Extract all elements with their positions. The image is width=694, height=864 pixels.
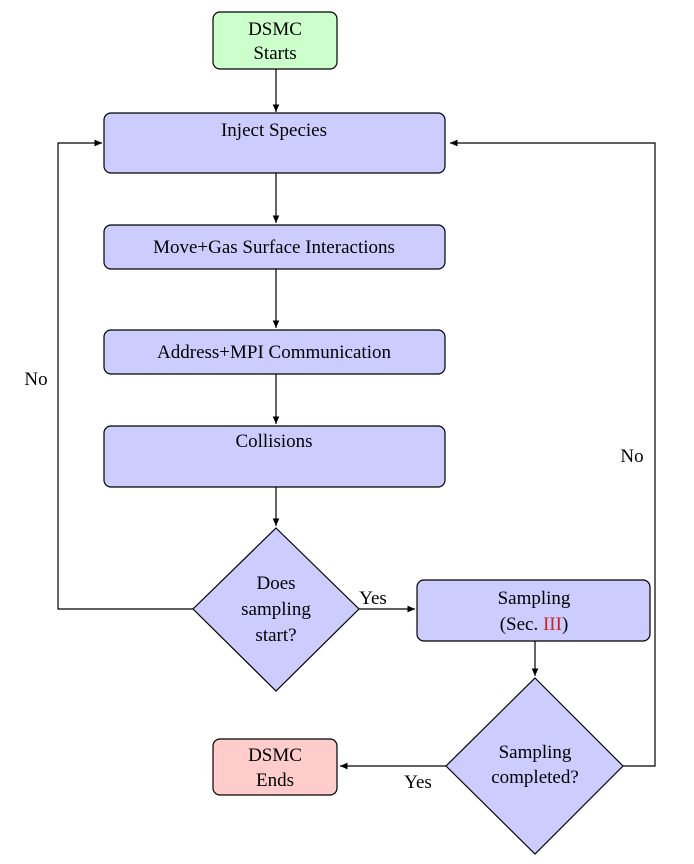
node-decision-sampling-completed: Sampling completed?: [445, 677, 624, 855]
svg-text:Inject Species: Inject Species: [221, 120, 327, 141]
svg-text:Sampling: Sampling: [498, 588, 571, 609]
edge-label-no-right: No: [620, 446, 643, 467]
arrow-no-loop-right: [450, 139, 656, 767]
svg-text:Move+Gas Surface Interactions: Move+Gas Surface Interactions: [153, 237, 395, 258]
section-reference-link[interactable]: III: [543, 614, 562, 635]
node-collisions: Collisions: [103, 425, 446, 488]
sampling-ref-suffix: ): [562, 614, 568, 635]
svg-text:DSMC: DSMC: [248, 745, 302, 766]
sampling-ref-prefix: (Sec.: [500, 614, 543, 635]
node-inject-species: Inject Species: [103, 112, 446, 174]
edge-label-no-left: No: [24, 369, 47, 390]
node-address-mpi: Address+MPI Communication: [103, 329, 446, 375]
node-sampling: Sampling (Sec. III): [416, 579, 651, 642]
node-dsmc-ends: DSMC Ends: [212, 738, 338, 796]
arrow-no-loop-left: [57, 139, 193, 610]
svg-text:DSMC: DSMC: [248, 19, 302, 40]
edge-label-yes-bottom: Yes: [404, 772, 432, 793]
node-move-gas-surface: Move+Gas Surface Interactions: [103, 224, 446, 270]
node-dsmc-starts: DSMC Starts: [212, 11, 338, 70]
svg-text:Address+MPI Communication: Address+MPI Communication: [157, 342, 391, 363]
svg-text:Ends: Ends: [256, 770, 294, 791]
svg-text:Collisions: Collisions: [235, 431, 312, 452]
svg-text:completed?: completed?: [491, 767, 579, 788]
svg-text:Sampling: Sampling: [499, 742, 572, 763]
svg-text:Does: Does: [256, 573, 295, 594]
connectors: [57, 69, 656, 770]
svg-text:sampling: sampling: [241, 599, 311, 620]
edge-label-yes-mid: Yes: [359, 588, 387, 609]
node-decision-sampling-start: Does sampling start?: [192, 527, 360, 692]
svg-text:start?: start?: [255, 625, 296, 646]
svg-text:(Sec. III): (Sec. III): [500, 614, 569, 635]
svg-text:Starts: Starts: [253, 43, 296, 64]
